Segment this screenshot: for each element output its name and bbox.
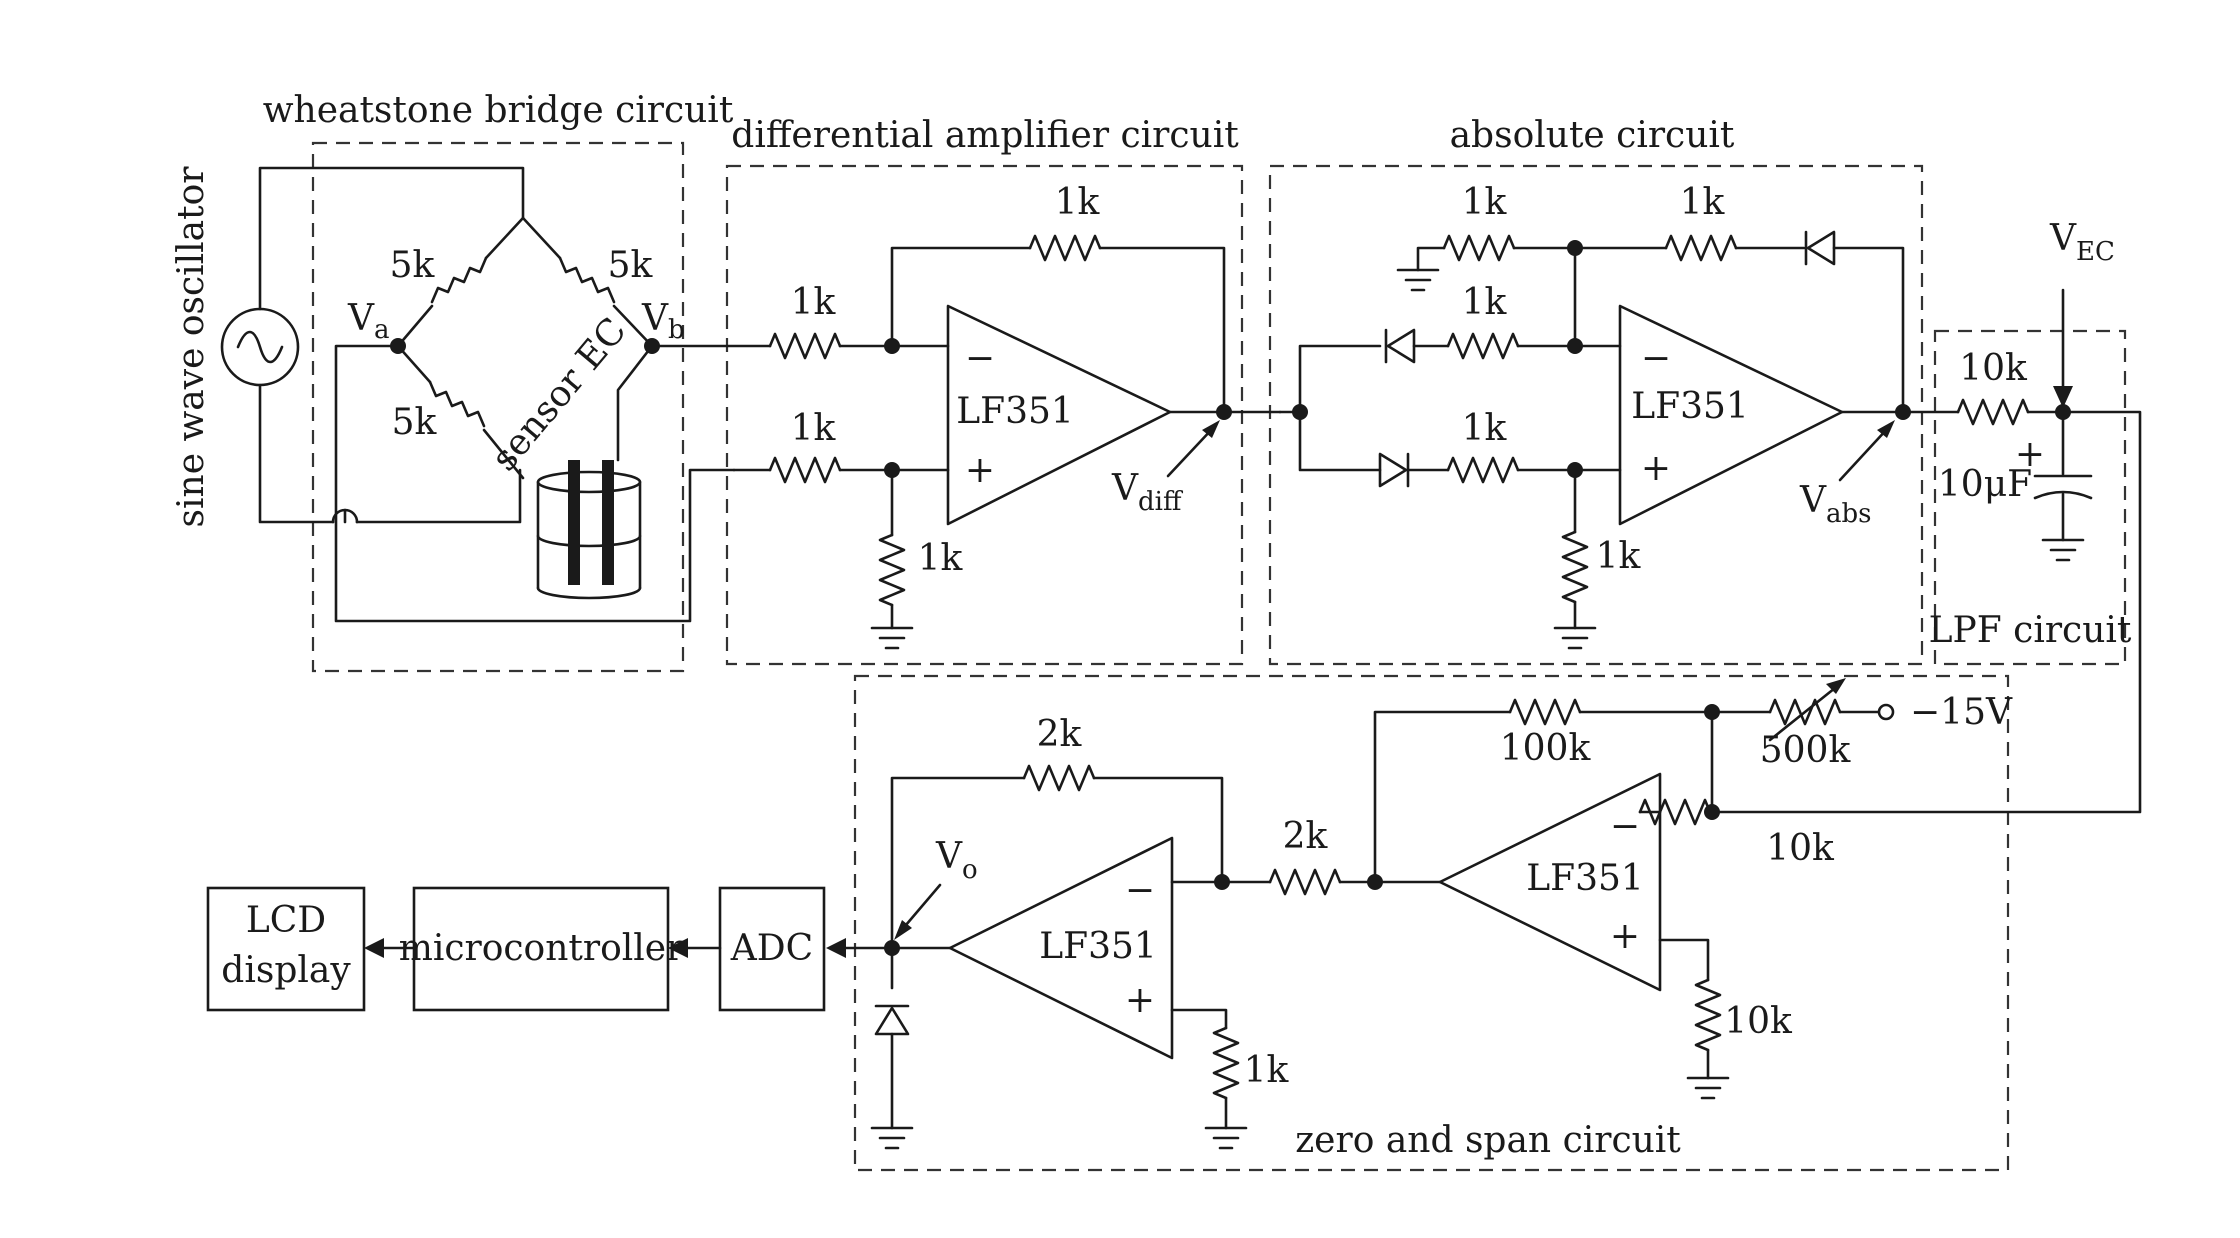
abs-r1-label: 1k	[1462, 182, 1508, 223]
abs-section-title: absolute circuit	[1450, 115, 1735, 156]
zs-r500k-label: 500k	[1760, 730, 1852, 771]
abs-r5-label: 1k	[1596, 536, 1642, 577]
sine-wave-oscillator	[220, 307, 300, 387]
abs-minus: −	[1641, 338, 1671, 379]
adc-label: ADC	[730, 928, 813, 969]
vo-label: Vo	[935, 836, 978, 885]
lcd-display-block	[206, 886, 366, 1012]
ec-sensor-probe	[536, 460, 642, 600]
microcontroller-label: microcontroller	[399, 928, 684, 969]
abs-section-box	[1268, 164, 1924, 666]
zs-r10k-in-label: 10k	[1766, 828, 1835, 869]
zs-r1k-gnd-label: 1k	[1244, 1050, 1290, 1091]
diff-section-title: differential amplifier circuit	[731, 115, 1239, 156]
diff-rg-label: 1k	[918, 538, 964, 579]
zs1-minus: −	[1125, 870, 1155, 911]
wheatstone-bridge	[396, 216, 654, 480]
abs-opamp	[1618, 304, 1844, 526]
lcd-label-line2: display	[221, 950, 351, 991]
vabs-label: Vabs	[1799, 480, 1872, 529]
microcontroller-block	[412, 886, 670, 1012]
bridge-section-box	[311, 141, 685, 673]
zero-span-section-title: zero and span circuit	[1295, 1120, 1681, 1161]
abs-r3-label: 1k	[1462, 282, 1508, 323]
adc-block	[718, 886, 826, 1012]
bridge-r2-label: 5k	[608, 245, 654, 286]
lpf-plus: +	[2015, 434, 2045, 475]
vec-label: VEC	[2049, 218, 2115, 267]
lcd-label-line1: LCD	[246, 900, 326, 941]
diff-plus: +	[965, 450, 995, 491]
lpf-section-title: LPF circuit	[1929, 610, 2132, 651]
zs-opamp-right	[1438, 772, 1662, 992]
supply-label: −15V	[1910, 692, 2013, 733]
bridge-r3-label: 5k	[392, 402, 438, 443]
zs-r10k-gnd-label: 10k	[1724, 1001, 1793, 1042]
abs-opamp-label: LF351	[1631, 386, 1749, 427]
diff-section-box	[725, 164, 1244, 666]
zs1-plus: +	[1125, 980, 1155, 1021]
zs1-opamp-label: LF351	[1039, 926, 1157, 967]
lpf-section-box	[1933, 329, 2127, 666]
vb-label: Vb	[641, 298, 685, 345]
oscillator-label: sine wave oscillator	[171, 166, 212, 528]
sensor-label: sensor EC	[484, 310, 635, 479]
lpf-c-label: 10μF	[1938, 464, 2032, 505]
zs-r100k-label: 100k	[1500, 728, 1592, 769]
diff-minus: −	[965, 338, 995, 379]
diff-rf-label: 1k	[1055, 182, 1101, 223]
zs2-opamp-label: LF351	[1526, 858, 1644, 899]
zs2-plus: +	[1610, 916, 1640, 957]
diff-rin1-label: 1k	[791, 282, 837, 323]
zs2-minus: −	[1610, 806, 1640, 847]
zero-span-section-box	[853, 674, 2010, 1172]
lpf-r-label: 10k	[1959, 348, 2028, 389]
abs-r2-label: 1k	[1680, 182, 1726, 223]
diff-rin2-label: 1k	[791, 408, 837, 449]
vdiff-label: Vdiff	[1111, 468, 1184, 517]
node-va	[390, 338, 406, 354]
zs-r2k-in-label: 2k	[1283, 816, 1329, 857]
abs-plus: +	[1641, 448, 1671, 489]
zs-r2k-fb-label: 2k	[1037, 714, 1083, 755]
diff-opamp	[946, 304, 1172, 526]
bridge-r1-label: 5k	[390, 245, 436, 286]
zs-opamp-left	[948, 836, 1174, 1060]
abs-r4-label: 1k	[1462, 408, 1508, 449]
bridge-section-title: wheatstone bridge circuit	[263, 90, 734, 131]
va-label: Va	[347, 298, 390, 345]
diff-opamp-label: LF351	[956, 391, 1074, 432]
